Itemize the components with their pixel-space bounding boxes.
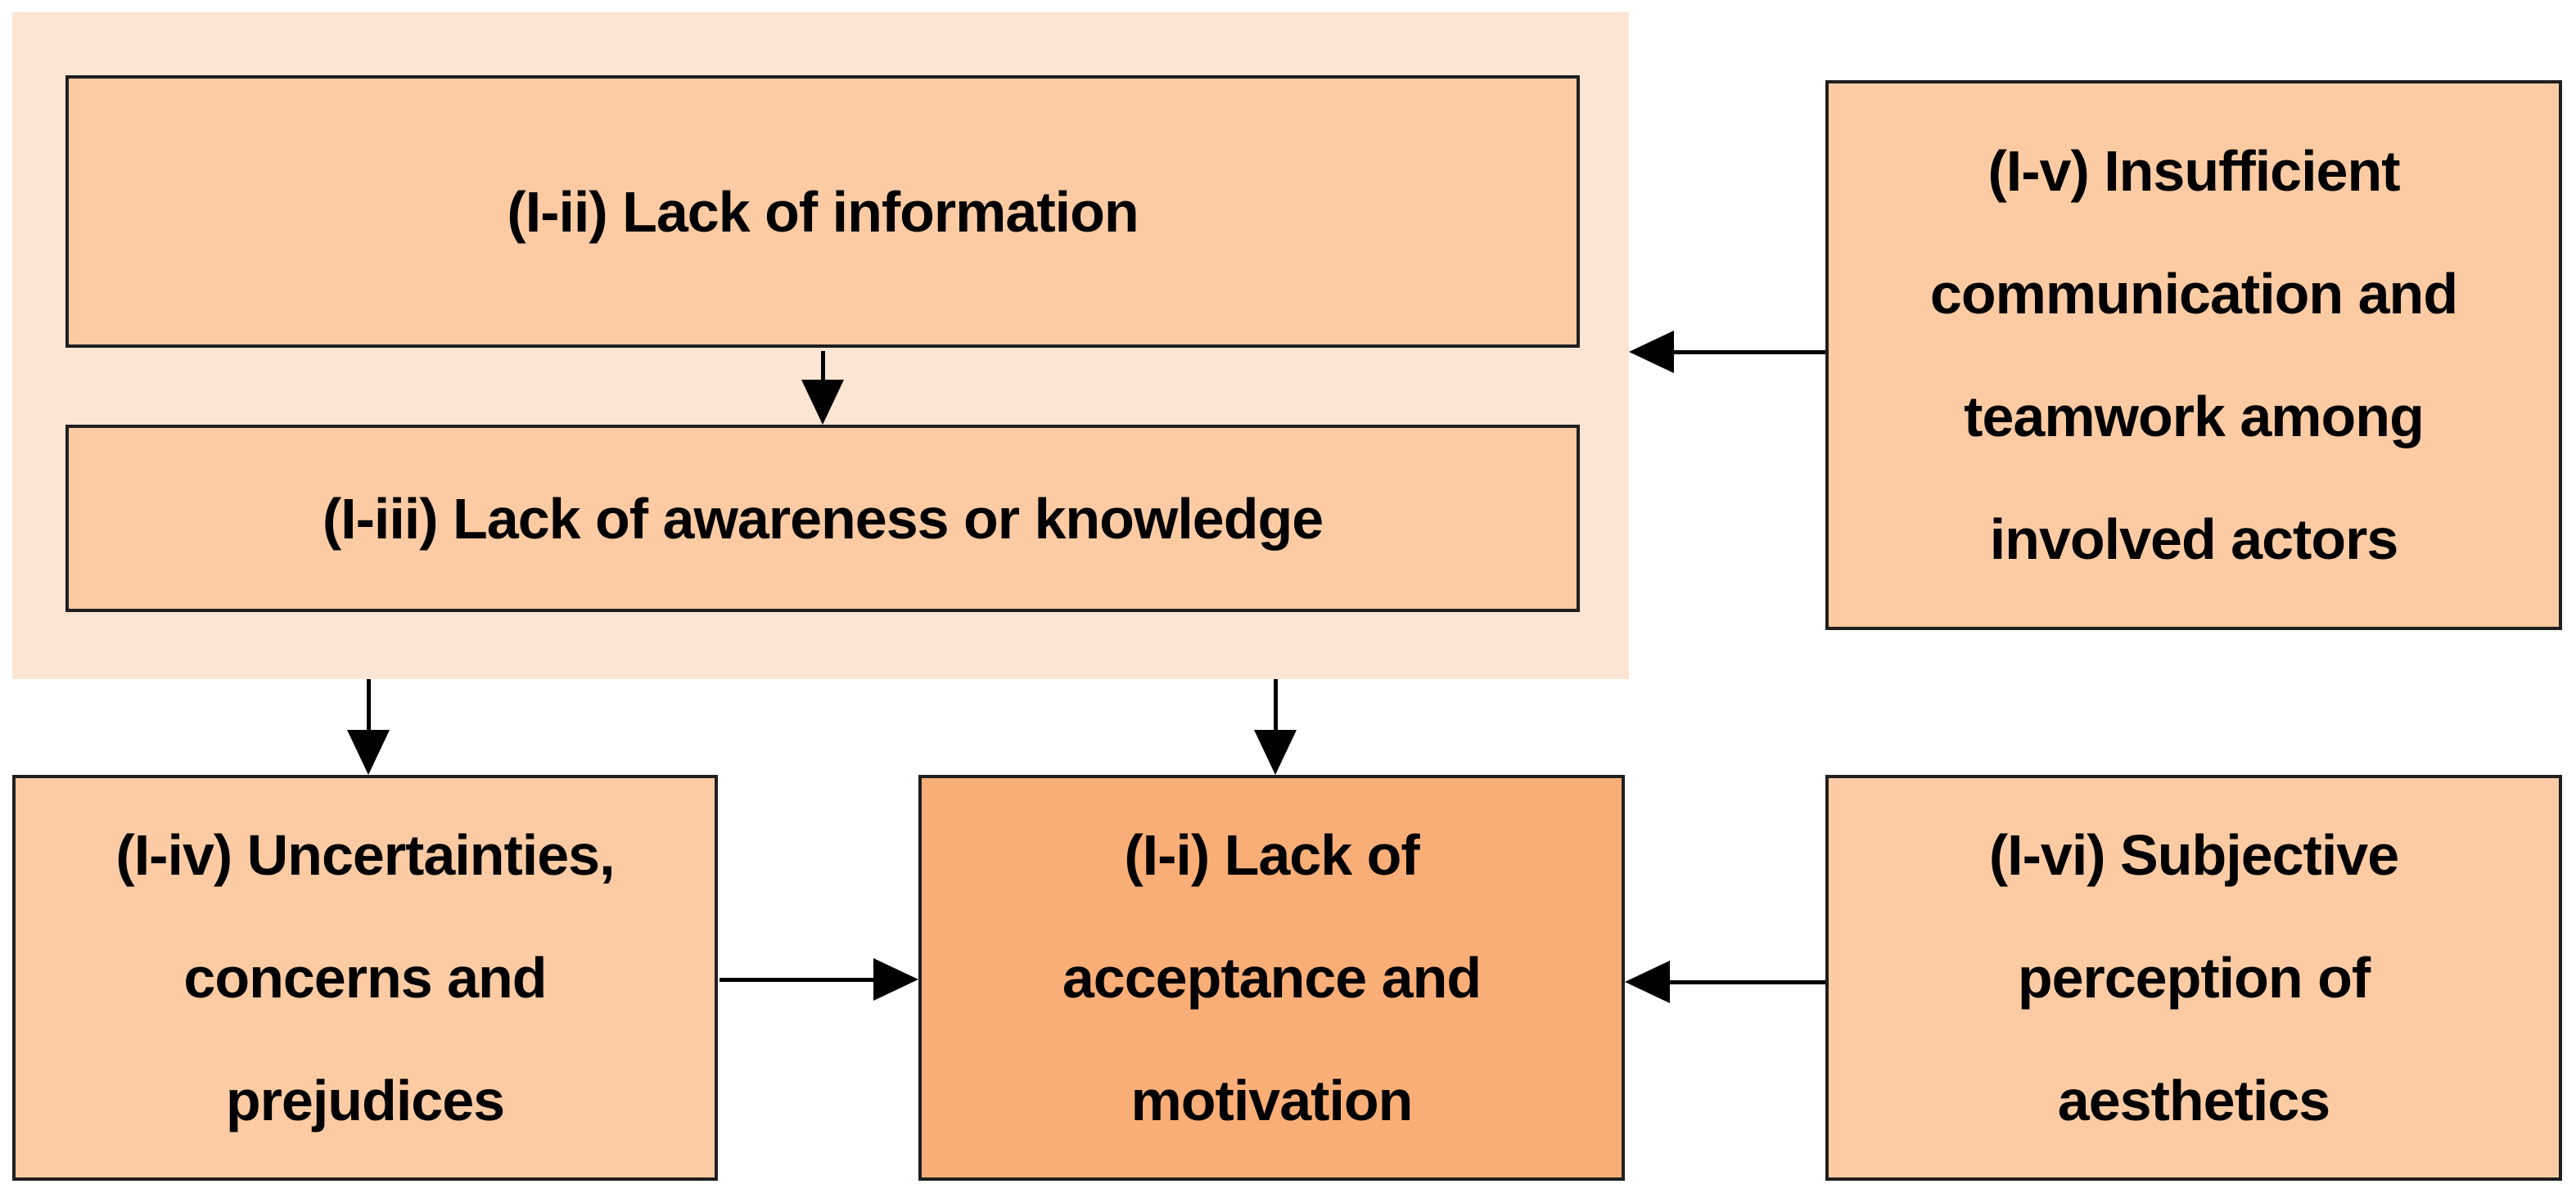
arrow-line: [367, 679, 371, 734]
arrowhead-down-icon: [1254, 730, 1297, 775]
arrowhead-down-icon: [347, 730, 390, 775]
arrowhead-right-icon: [873, 958, 918, 1001]
arrowhead-down-icon: [801, 380, 844, 425]
arrow-line: [1274, 679, 1278, 734]
node-i-vi-label: (I-vi) Subjective perception of aestheti…: [1988, 823, 2399, 1132]
arrowhead-left-icon: [1629, 331, 1674, 373]
arrowhead-left-icon: [1625, 961, 1670, 1003]
arrow-line: [821, 351, 825, 384]
arrow-line: [1668, 980, 1825, 984]
arrow-line: [720, 978, 875, 982]
node-i-iv-label: (I-iv) Uncertainties, concerns and preju…: [115, 823, 615, 1132]
node-i-iv: (I-iv) Uncertainties, concerns and preju…: [12, 775, 718, 1181]
node-i-vi: (I-vi) Subjective perception of aestheti…: [1825, 775, 2562, 1181]
node-i-i-label: (I-i) Lack of acceptance and motivation: [1062, 823, 1482, 1132]
arrow-line: [1672, 350, 1825, 354]
node-i-v-label: (I-v) Insufficient communication and tea…: [1929, 139, 2458, 571]
node-i-ii: (I-ii) Lack of information: [65, 75, 1580, 348]
node-i-iii: (I-iii) Lack of awareness or knowledge: [65, 425, 1580, 612]
node-i-v: (I-v) Insufficient communication and tea…: [1825, 80, 2562, 630]
node-i-iii-label: (I-iii) Lack of awareness or knowledge: [322, 486, 1324, 551]
node-i-ii-label: (I-ii) Lack of information: [507, 179, 1139, 244]
node-i-i: (I-i) Lack of acceptance and motivation: [918, 775, 1625, 1181]
